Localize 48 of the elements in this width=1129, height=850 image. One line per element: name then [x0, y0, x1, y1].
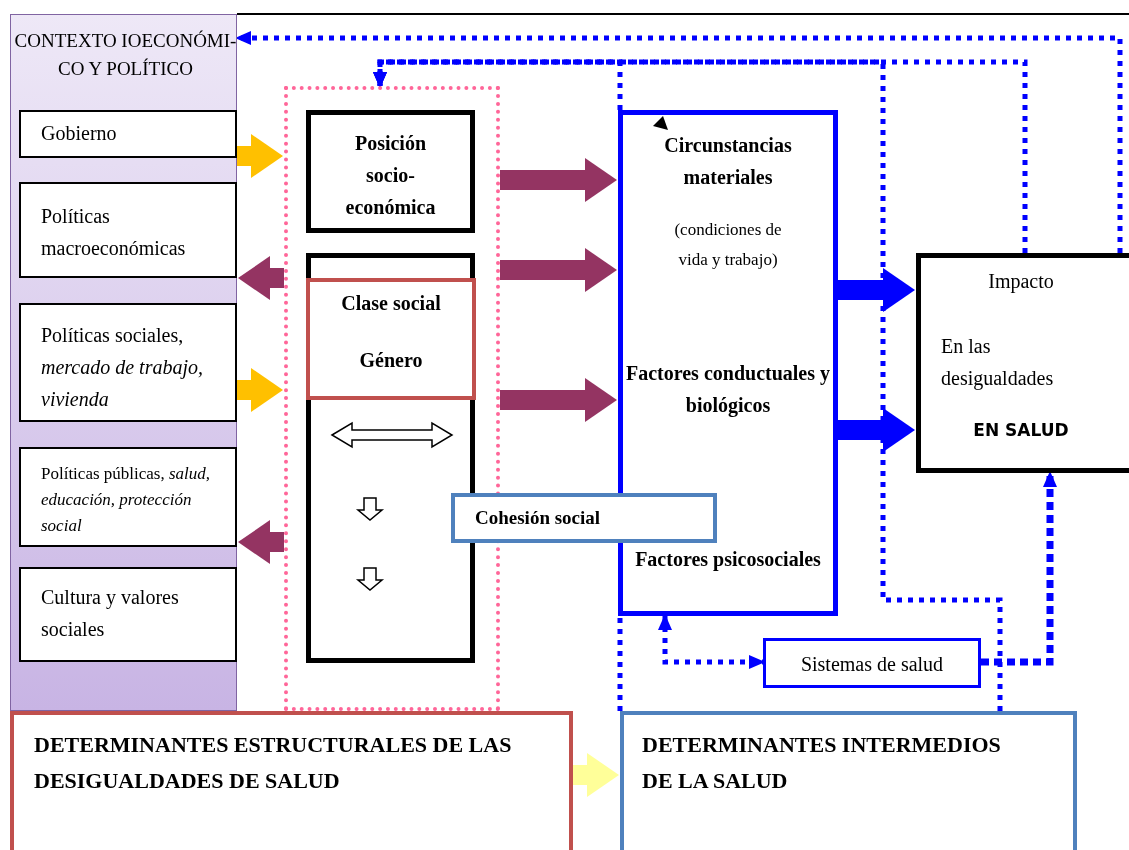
box-title: CONTEXTO IOECONÓMI-CO Y POLÍTICO [13, 29, 238, 81]
box-title: Gobierno [41, 122, 118, 145]
block-arrow [500, 378, 617, 422]
dotted-arrow [235, 31, 1123, 253]
structural-determinants-box [10, 711, 573, 850]
box-title: Políticas sociales, mercado de trabajo, vivienda [41, 323, 204, 412]
block-arrow [838, 408, 915, 452]
policy-box [19, 303, 237, 422]
box-title: Posición socio-económica [344, 131, 437, 220]
box-text: Factores psicosociales [634, 547, 822, 573]
intermediate-determinants-box [620, 711, 1077, 850]
cohesion-box [451, 493, 717, 543]
block-arrow [238, 256, 284, 300]
dotted-arrow [658, 614, 765, 669]
block-arrow [838, 268, 915, 312]
block-arrow [237, 134, 283, 178]
policy-box [19, 182, 237, 278]
class-gender-box [306, 278, 476, 400]
box-text: EN SALUD [972, 420, 1070, 440]
dotted-arrow [981, 471, 1057, 666]
box-text: En las desigualdades [941, 334, 1055, 392]
box-title: Clase social [340, 292, 442, 315]
policy-box [19, 447, 237, 547]
block-arrow [573, 753, 619, 797]
box-title: DETERMINANTES INTERMEDIOS DE LA SALUD [642, 731, 1002, 795]
box-title: Circunstancias materiales [663, 133, 793, 190]
box-title: Sistemas de salud [799, 653, 945, 676]
block-arrow [500, 158, 617, 202]
policy-box [19, 567, 237, 662]
block-arrow [238, 520, 284, 564]
box-title: DETERMINANTES ESTRUCTURALES DE LAS DESIGUALDADES DE SALUD [34, 731, 513, 795]
intermediate-factors-box [618, 110, 838, 616]
box-title: Impacto [987, 270, 1055, 293]
box-title: Políticas públicas, salud, educación, protección social [41, 463, 212, 537]
block-arrow [237, 368, 283, 412]
box-title: Cultura y valores sociales [41, 585, 180, 642]
position-box [306, 110, 475, 233]
block-arrow [500, 248, 617, 292]
context-panel [10, 14, 237, 711]
policy-box [19, 110, 237, 158]
impact-box [916, 253, 1129, 473]
box-text: (condiciones de vida y trabajo) [673, 219, 783, 271]
box-title: Políticas macroeconómicas [41, 204, 187, 261]
box-text: Género [358, 349, 424, 372]
box-text: Factores conductuales y biológicos [624, 361, 832, 419]
box-title: Cohesión social [475, 507, 602, 529]
health-system-box [763, 638, 981, 688]
social-stratification-box [306, 253, 475, 663]
